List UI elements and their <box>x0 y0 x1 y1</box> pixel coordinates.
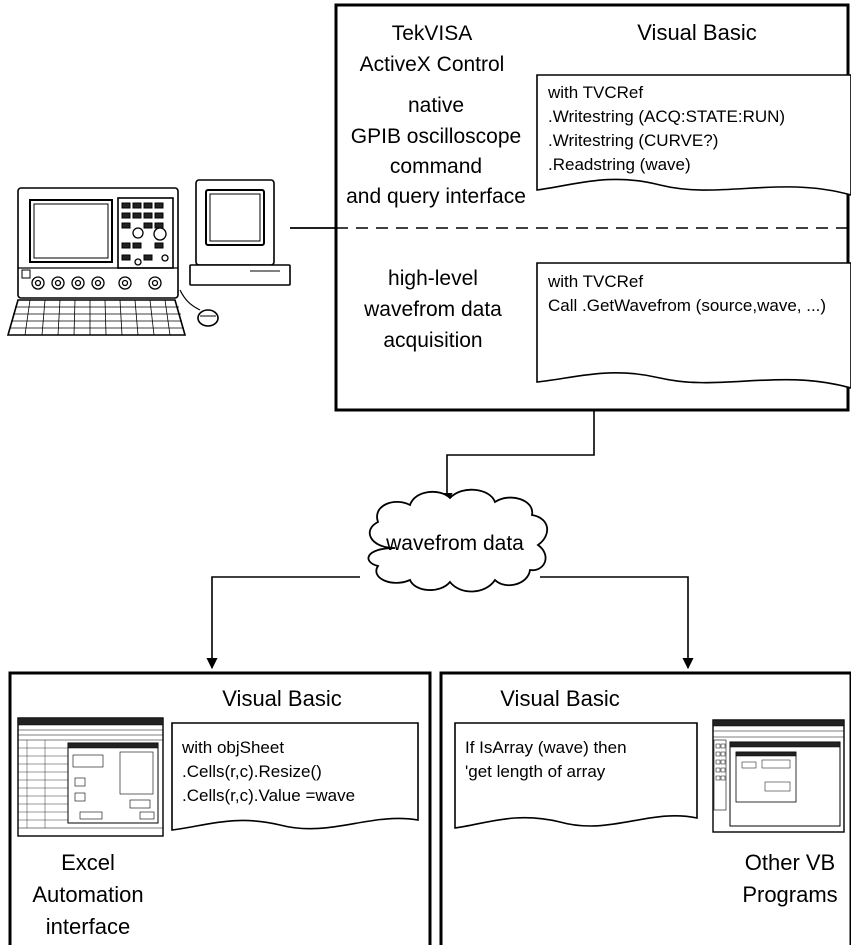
excel-screenshot-thumbnail <box>17 717 164 837</box>
svg-text:.Cells(r,c).Resize(): .Cells(r,c).Resize() <box>182 762 322 781</box>
code-page-highlevel <box>536 262 851 389</box>
svg-text:.Cells(r,c).Value =wave: .Cells(r,c).Value =wave <box>182 786 355 805</box>
other-vb-visual-basic-label: Visual Basic <box>500 686 619 711</box>
svg-text:Call .GetWavefrom (source,wave: Call .GetWavefrom (source,wave, ...) <box>548 296 826 315</box>
svg-text:native: native <box>408 94 464 117</box>
arrow-to-excel <box>206 576 360 670</box>
code-highlevel-lines: with TVCRef Call .GetWavefrom (source,wa… <box>547 272 826 315</box>
arrow-to-other-vb <box>540 576 694 670</box>
svg-text:Other VB: Other VB <box>745 850 835 875</box>
excel-visual-basic-label: Visual Basic <box>222 686 341 711</box>
svg-text:.Readstring (wave): .Readstring (wave) <box>548 155 691 174</box>
other-vb-caption: Other VB Programs <box>742 850 837 907</box>
svg-text:TekVISA: TekVISA <box>392 22 473 45</box>
svg-text:with TVCRef: with TVCRef <box>547 83 643 102</box>
svg-text:.Writestring (ACQ:STATE:RUN): .Writestring (ACQ:STATE:RUN) <box>548 107 785 126</box>
svg-text:and query interface: and query interface <box>346 185 526 208</box>
svg-text:Automation: Automation <box>32 882 143 907</box>
svg-text:.Writestring (CURVE?): .Writestring (CURVE?) <box>548 131 718 150</box>
svg-text:interface: interface <box>46 914 130 939</box>
svg-text:acquisition: acquisition <box>383 329 482 352</box>
svg-text:GPIB oscilloscope: GPIB oscilloscope <box>351 125 521 148</box>
code-native-lines: with TVCRef .Writestring (ACQ:STATE:RUN)… <box>547 83 785 174</box>
svg-text:If IsArray (wave) then: If IsArray (wave) then <box>465 738 627 757</box>
svg-text:Excel: Excel <box>61 850 115 875</box>
svg-text:with objSheet: with objSheet <box>181 738 284 757</box>
oscilloscope-computer-illustration <box>6 179 336 336</box>
code-page-native <box>536 74 851 196</box>
svg-text:'get length of array: 'get length of array <box>465 762 606 781</box>
native-interface-label: native GPIB oscilloscope command and que… <box>346 94 526 208</box>
cloud-label: wavefrom data <box>385 532 524 555</box>
svg-text:high-level: high-level <box>388 267 478 290</box>
svg-text:wavefrom data: wavefrom data <box>363 298 502 321</box>
arrow-to-cloud <box>441 410 595 505</box>
excel-caption: Excel Automation interface <box>32 850 143 939</box>
svg-text:Programs: Programs <box>742 882 837 907</box>
svg-text:with TVCRef: with TVCRef <box>547 272 643 291</box>
svg-text:ActiveX Control: ActiveX Control <box>360 53 505 76</box>
code-other-vb-lines: If IsArray (wave) then 'get length of ar… <box>465 738 627 781</box>
svg-text:command: command <box>390 155 482 178</box>
code-excel-lines: with objSheet .Cells(r,c).Resize() .Cell… <box>181 738 355 805</box>
highlevel-label: high-level wavefrom data acquisition <box>363 267 502 352</box>
code-page-other-vb <box>454 722 698 829</box>
top-visual-basic-label: Visual Basic <box>637 20 756 45</box>
code-page-excel <box>171 722 419 831</box>
cloud-shape <box>367 488 548 593</box>
tekvisa-label: TekVISA ActiveX Control <box>360 22 505 76</box>
vb-ide-screenshot-thumbnail <box>712 719 845 833</box>
